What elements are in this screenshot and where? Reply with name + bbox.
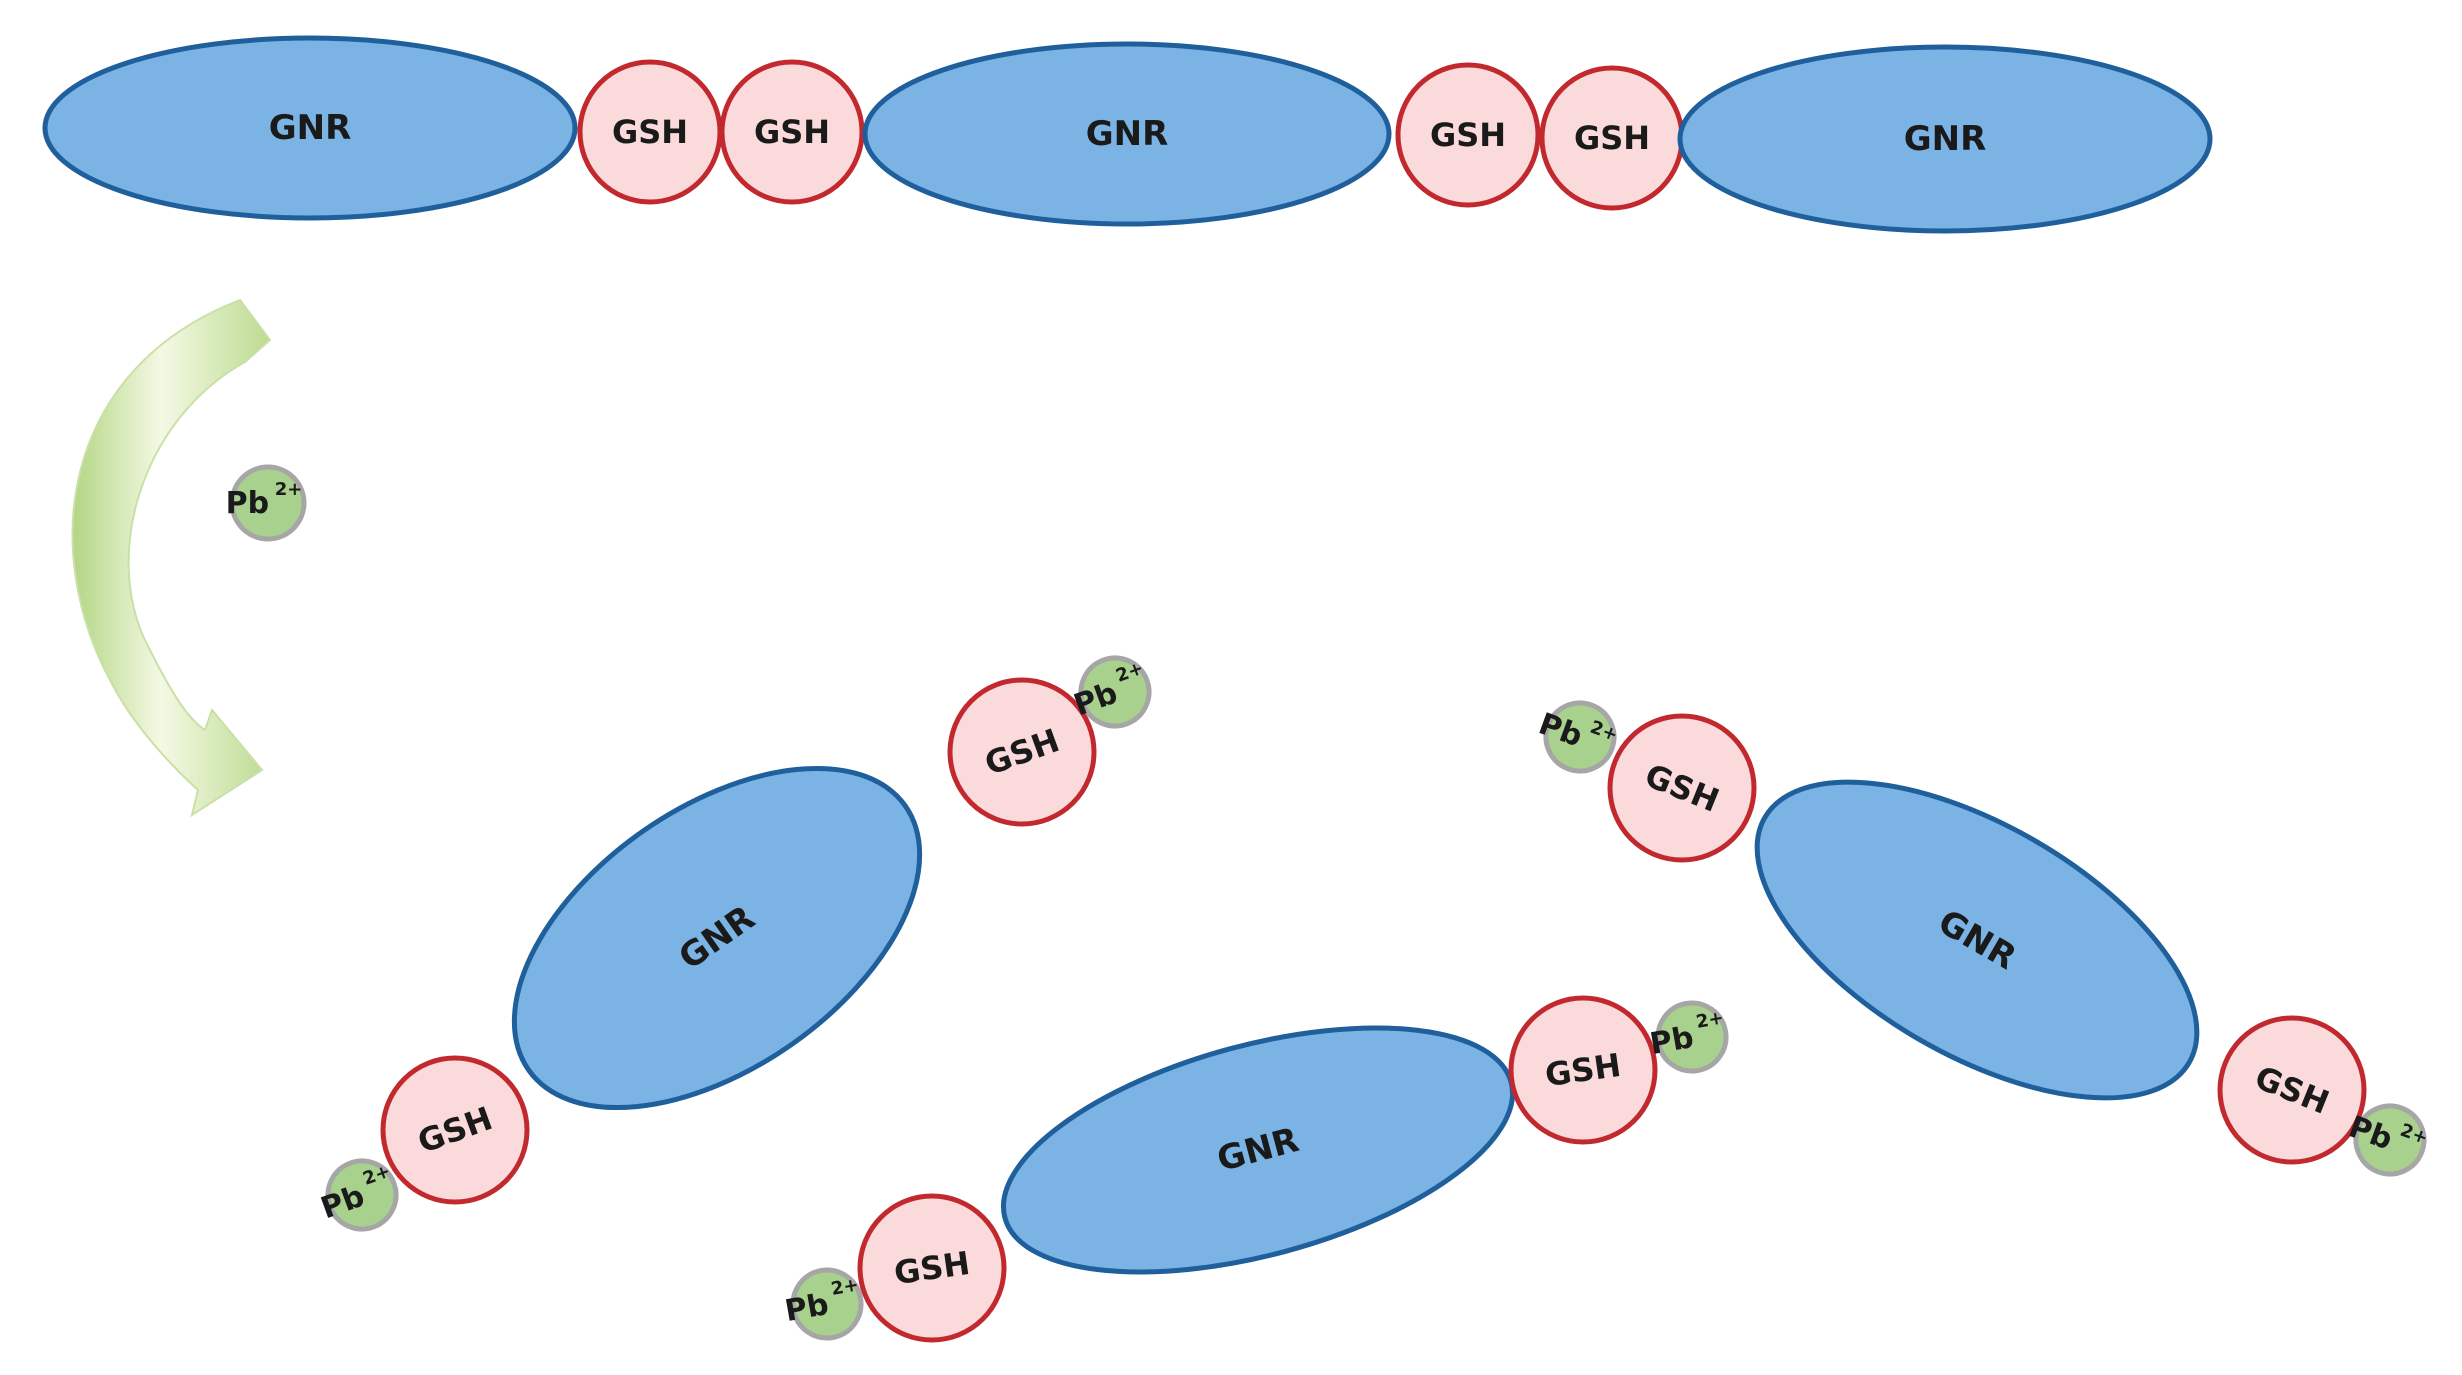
pb-charge: 2+ (1694, 1007, 1725, 1032)
pb-ion: Pb 2+ (2344, 1103, 2430, 1177)
gsh-molecule: GSH (719, 59, 865, 205)
pb-ion: Pb 2+ (1534, 700, 1620, 774)
gsh-molecule: GSH (1508, 995, 1658, 1145)
curved-arrow-icon (71, 298, 272, 818)
gsh-molecule: GSH (380, 1055, 530, 1205)
gnr-rod: GNR (511, 765, 923, 1111)
pb-charge: 2+ (275, 479, 303, 500)
gnr-rod: GNR (1677, 44, 2213, 234)
gnr-rod: GNR (42, 35, 578, 221)
gsh-molecule: GSH (857, 1193, 1007, 1343)
pb-ion: Pb 2+ (316, 1158, 399, 1232)
pb-symbol: Pb (226, 486, 269, 521)
svg-text:Pb 2+: Pb 2+ (1646, 1007, 1729, 1062)
gnr-rod: GNR (1754, 779, 2200, 1101)
pb-charge: 2+ (829, 1274, 860, 1299)
pb-ion: Pb 2+ (1646, 1000, 1729, 1074)
gsh-label: GSH (612, 113, 688, 151)
gsh-molecule: GSH (1395, 62, 1541, 208)
gsh-molecule: GSH (1607, 713, 1757, 863)
gsh-label: GSH (1574, 119, 1650, 157)
gnr-gsh-pb-complex: GNR GSH GSH Pb 2+ Pb 2+ (316, 655, 1152, 1232)
gsh-label: GSH (1430, 116, 1506, 154)
gnr-label: GNR (269, 108, 352, 148)
pb-symbol: Pb (782, 1287, 831, 1329)
gsh-molecule: GSH (947, 677, 1097, 827)
aggregated-chain: GNR GSH GSH GNR GSH GSH GNR (42, 35, 2213, 234)
gsh-molecule: GSH (2217, 1015, 2367, 1165)
svg-text:Pb 2+: Pb 2+ (781, 1274, 864, 1329)
gnr-rod: GNR (1000, 1025, 1516, 1275)
gsh-molecule: GSH (577, 59, 723, 205)
pb-ion: Pb 2+ (226, 464, 307, 542)
gnr-gsh-pb-complex: GNR GSH GSH Pb 2+ Pb 2+ (1534, 700, 2430, 1177)
reaction-arrow (71, 298, 272, 818)
pb-symbol: Pb (1647, 1020, 1696, 1062)
gnr-label: GNR (1086, 114, 1169, 154)
gnr-gsh-pb-complex: GNR GSH GSH Pb 2+ Pb 2+ (781, 995, 1729, 1343)
gnr-label: GNR (1904, 119, 1987, 159)
svg-text:Pb 2+: Pb 2+ (226, 479, 303, 521)
gsh-molecule: GSH (1539, 65, 1685, 211)
gnr-rod: GNR (862, 41, 1392, 227)
pb-ion: Pb 2+ (1069, 655, 1152, 729)
pb-ion: Pb 2+ (781, 1267, 864, 1341)
gsh-label: GSH (754, 113, 830, 151)
